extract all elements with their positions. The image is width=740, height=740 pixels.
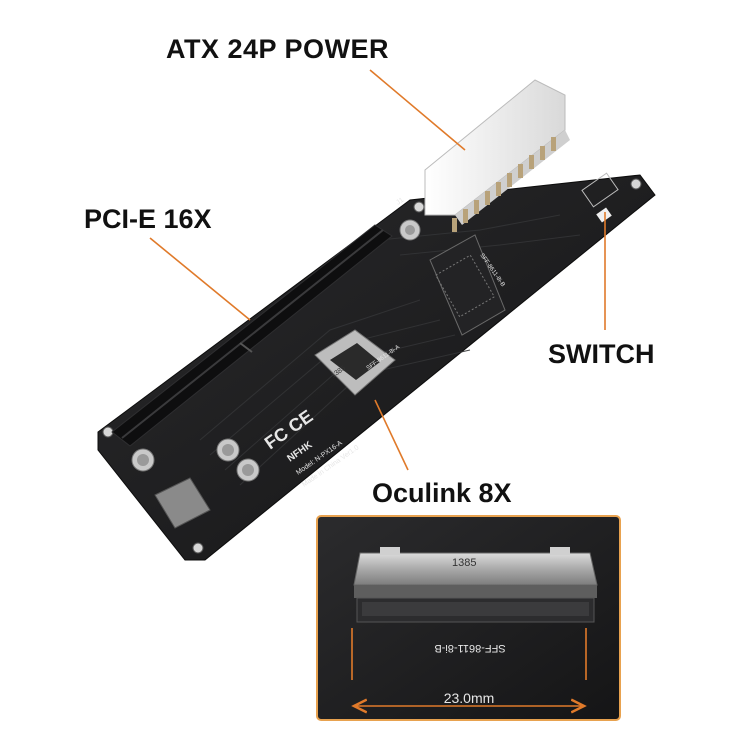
capacitors	[131, 219, 421, 482]
leader-lines	[149, 69, 606, 471]
oculink-label: Oculink 8X	[372, 478, 512, 508]
switch-label: SWITCH	[548, 339, 655, 369]
switch-header	[581, 172, 619, 223]
oculink-leader	[374, 399, 409, 471]
dimension-label: 23.0mm	[444, 690, 495, 706]
voltage-regulator	[154, 477, 211, 529]
pcie-label: PCI-E 16X	[84, 204, 212, 234]
inset-zoom: 1385 SFF-8611-8i-B 23.0mm	[316, 515, 621, 721]
atx-connector	[424, 79, 570, 232]
pcie-leader	[149, 237, 251, 321]
atx-power-label: ATX 24P POWER	[166, 34, 390, 64]
oculink-port-a: 1385	[314, 329, 396, 396]
inset-silkscreen: SFF-8611-8i-B	[434, 642, 505, 654]
oculink-port-b	[429, 234, 506, 336]
atx-leader	[369, 69, 466, 151]
silk-j1: J1	[395, 197, 405, 207]
pcie-slot	[111, 224, 393, 447]
inset-connector-code: 1385	[452, 557, 476, 569]
